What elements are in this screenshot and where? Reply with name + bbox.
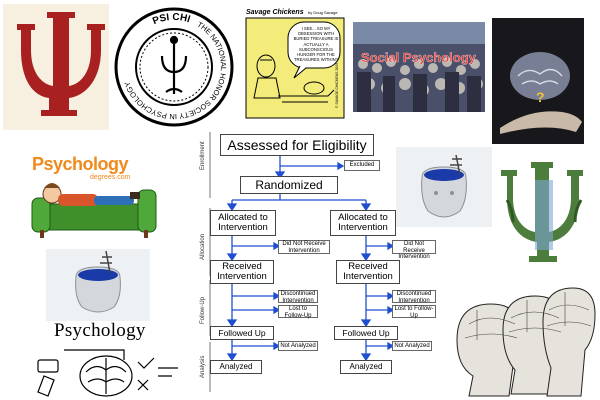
cartoon-author: by Doug Savage: [308, 10, 338, 15]
phase-allocation: Allocation: [200, 233, 206, 260]
lost-box-left: Lost to Follow-Up: [278, 305, 318, 319]
psychology-label: Psychology: [54, 320, 146, 341]
not-analyzed-box-left: Not Analyzed: [278, 341, 318, 351]
psychology-couch-cartoon: Psychology degrees.com: [30, 150, 158, 242]
excluded-box: Excluded: [344, 160, 380, 171]
cartoon-credit: © SAVAGE CHICKENS 2009: [335, 63, 339, 108]
phrenology-heads-image: [447, 280, 597, 398]
social-psychology-caption: Social Psychology: [361, 50, 477, 65]
phase-follow-up: Follow-Up: [200, 296, 206, 324]
assessed-box: Assessed for Eligibility: [220, 134, 374, 156]
seal-text-top: PSI CHI: [151, 12, 192, 27]
discontinued-box-right: Discontinued Intervention: [392, 290, 436, 304]
did-not-receive-box-right: Did Not Receive Intervention: [392, 240, 436, 260]
couch-title: Psychology: [32, 154, 129, 174]
couch-subtitle: degrees.com: [90, 174, 131, 181]
received-box-right: Received Intervention: [336, 260, 400, 284]
did-not-receive-box-left: Did Not Receive Intervention: [278, 240, 330, 254]
open-head-sculpture-image-2: [46, 249, 150, 321]
not-analyzed-box-right: Not Analyzed: [392, 341, 432, 351]
savage-chickens-cartoon: Savage Chickens by Doug Savage © SAVAGE …: [242, 4, 348, 122]
red-psi-symbol-image: [3, 4, 109, 130]
cartoon-speech: I SEE... SO MY OBSESSION WITH BURIED TRE…: [293, 26, 339, 63]
followed-up-box-right: Followed Up: [334, 326, 398, 340]
lost-box-right: Lost to Follow-Up: [392, 305, 436, 319]
cartoon-title: Savage Chickens: [246, 9, 304, 16]
consort-flowchart: Enrollment Allocation Follow-Up Analysis…: [198, 130, 438, 400]
analyzed-box-right: Analyzed: [340, 360, 392, 374]
phase-analysis: Analysis: [200, 355, 206, 378]
phase-enrollment: Enrollment: [200, 141, 206, 170]
allocated-box-left: Allocated to Intervention: [210, 210, 276, 236]
open-head-sculpture-image: [396, 147, 492, 227]
followed-up-box-left: Followed Up: [210, 326, 274, 340]
received-box-left: Received Intervention: [210, 260, 274, 284]
discontinued-box-left: Discontinued Intervention: [278, 290, 318, 304]
analyzed-box-left: Analyzed: [210, 360, 262, 374]
svg-text:?: ?: [536, 89, 545, 105]
svg-text:PSI CHI: PSI CHI: [151, 12, 192, 27]
nature-psi-symbol-image: [495, 160, 593, 272]
brain-in-hand-image: ?: [492, 18, 584, 144]
psi-chi-seal-image: PSI CHI THE NATIONAL HONOR SOCIETY IN PS…: [113, 4, 235, 130]
brain-sketch-diagram: [34, 342, 186, 400]
social-psychology-crowd-image: Social Psychology: [353, 22, 485, 112]
allocated-box-right: Allocated to Intervention: [330, 210, 396, 236]
randomized-box: Randomized: [240, 176, 338, 194]
